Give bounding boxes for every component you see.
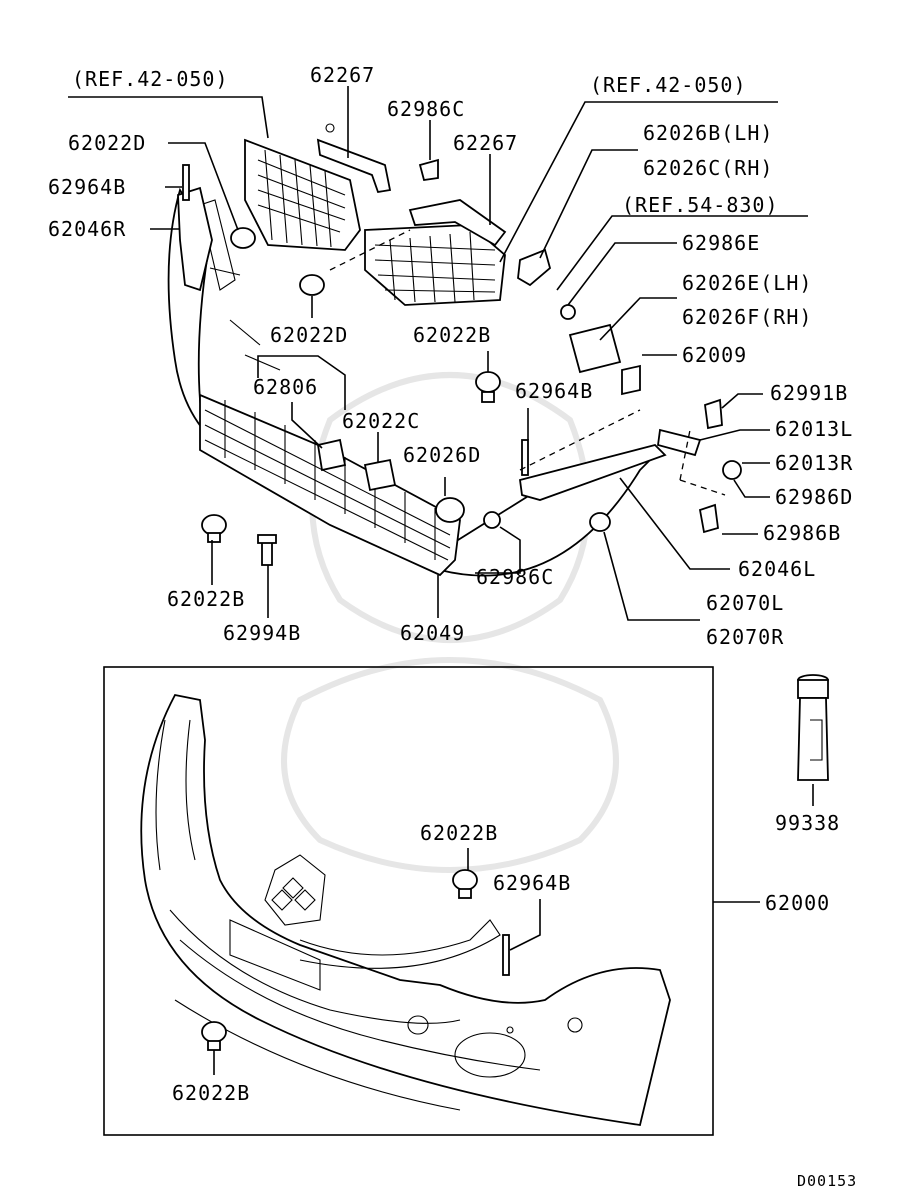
side-bracket-62046R (177, 186, 213, 292)
front-bumper-upper-shell (167, 187, 661, 577)
part-labels: (REF.42-050) 62267 62986C 62022D 62267 6… (48, 63, 857, 1187)
label-62986d: 62986D (775, 485, 853, 509)
bolt-62994B (257, 534, 277, 566)
clip-62022B-box (452, 869, 478, 899)
label-62994b: 62994B (223, 621, 301, 645)
label-62806: 62806 (253, 375, 318, 399)
label-62070r: 62070R (706, 625, 784, 649)
bracket-62046L (519, 443, 667, 501)
cap-62026D (435, 497, 465, 523)
upper-grille-left (244, 138, 361, 251)
bracket-62026E (568, 323, 622, 374)
label-62026b: 62026B(LH) (643, 121, 773, 145)
label-62267-b: 62267 (453, 131, 518, 155)
lower-grille-mesh-62049 (199, 393, 461, 577)
upper-grille-right (364, 224, 506, 306)
label-ref-left: (REF.42-050) (72, 67, 229, 91)
label-62070l: 62070L (706, 591, 784, 615)
label-62022b-box: 62022B (420, 821, 498, 845)
label-99338: 99338 (775, 811, 840, 835)
label-62267-a: 62267 (310, 63, 375, 87)
screw-62986E (560, 304, 576, 320)
label-62046l: 62046L (738, 557, 816, 581)
cover-62806 (316, 438, 347, 472)
label-ref-right: (REF.42-050) (590, 73, 747, 97)
clip-62022C (363, 458, 397, 492)
label-62022d-a: 62022D (68, 131, 146, 155)
rivet-62964B-mid (521, 439, 529, 476)
clip-62022D-a (230, 227, 256, 249)
screw-62986C-bottom (483, 511, 501, 529)
clip-62022B-box-bottom (201, 1021, 227, 1051)
clip-62991B (704, 398, 723, 430)
bracket-62267-left (316, 123, 392, 194)
label-62022b-left: 62022B (167, 587, 245, 611)
label-62986b: 62986B (763, 521, 841, 545)
label-62046r: 62046R (48, 217, 126, 241)
label-62022c: 62022C (342, 409, 420, 433)
label-62986c-top: 62986C (387, 97, 465, 121)
label-62013l: 62013L (775, 417, 853, 441)
clip-62022B-mid (475, 371, 501, 403)
diagram-code: D00153 (797, 1172, 857, 1187)
label-ref-54: (REF.54-830) (622, 193, 779, 217)
label-62022b-mid: 62022B (413, 323, 491, 347)
screw-62986C-top (418, 158, 439, 182)
label-62000: 62000 (765, 891, 830, 915)
label-62022b-box-bottom: 62022B (172, 1081, 250, 1105)
leader-lines-lower (213, 784, 814, 1075)
cap-62070 (589, 512, 611, 532)
clip-62009 (621, 364, 641, 396)
label-62026f: 62026F(RH) (682, 305, 812, 329)
clip-62022B-left (201, 514, 227, 543)
clip-62986B (698, 503, 719, 534)
label-62026c: 62026C(RH) (643, 156, 773, 180)
rivet-62964B-left (182, 164, 190, 201)
label-62026e: 62026E(LH) (682, 271, 812, 295)
bracket-62026B (517, 248, 552, 287)
clip-62022D-b (299, 274, 325, 296)
label-62964b-mid: 62964B (515, 379, 593, 403)
leader-lines-upper (68, 86, 808, 621)
bracket-62013L (657, 428, 702, 457)
label-62013r: 62013R (775, 451, 853, 475)
label-62009: 62009 (682, 343, 747, 367)
label-62986e: 62986E (682, 231, 760, 255)
label-62022d-b: 62022D (270, 323, 348, 347)
screw-62986D (722, 460, 742, 480)
adhesive-tube-99338 (797, 674, 829, 781)
rivet-62964B-box (502, 934, 510, 976)
label-62986c-bot: 62986C (476, 565, 554, 589)
bracket-62267-right (408, 199, 507, 247)
label-62026d: 62026D (403, 443, 481, 467)
label-62991b: 62991B (770, 381, 848, 405)
assembly-box (103, 666, 714, 1136)
label-62049: 62049 (400, 621, 465, 645)
front-bumper-assembly-62000 (140, 693, 671, 1127)
label-62964b-left: 62964B (48, 175, 126, 199)
label-62964b-box: 62964B (493, 871, 571, 895)
